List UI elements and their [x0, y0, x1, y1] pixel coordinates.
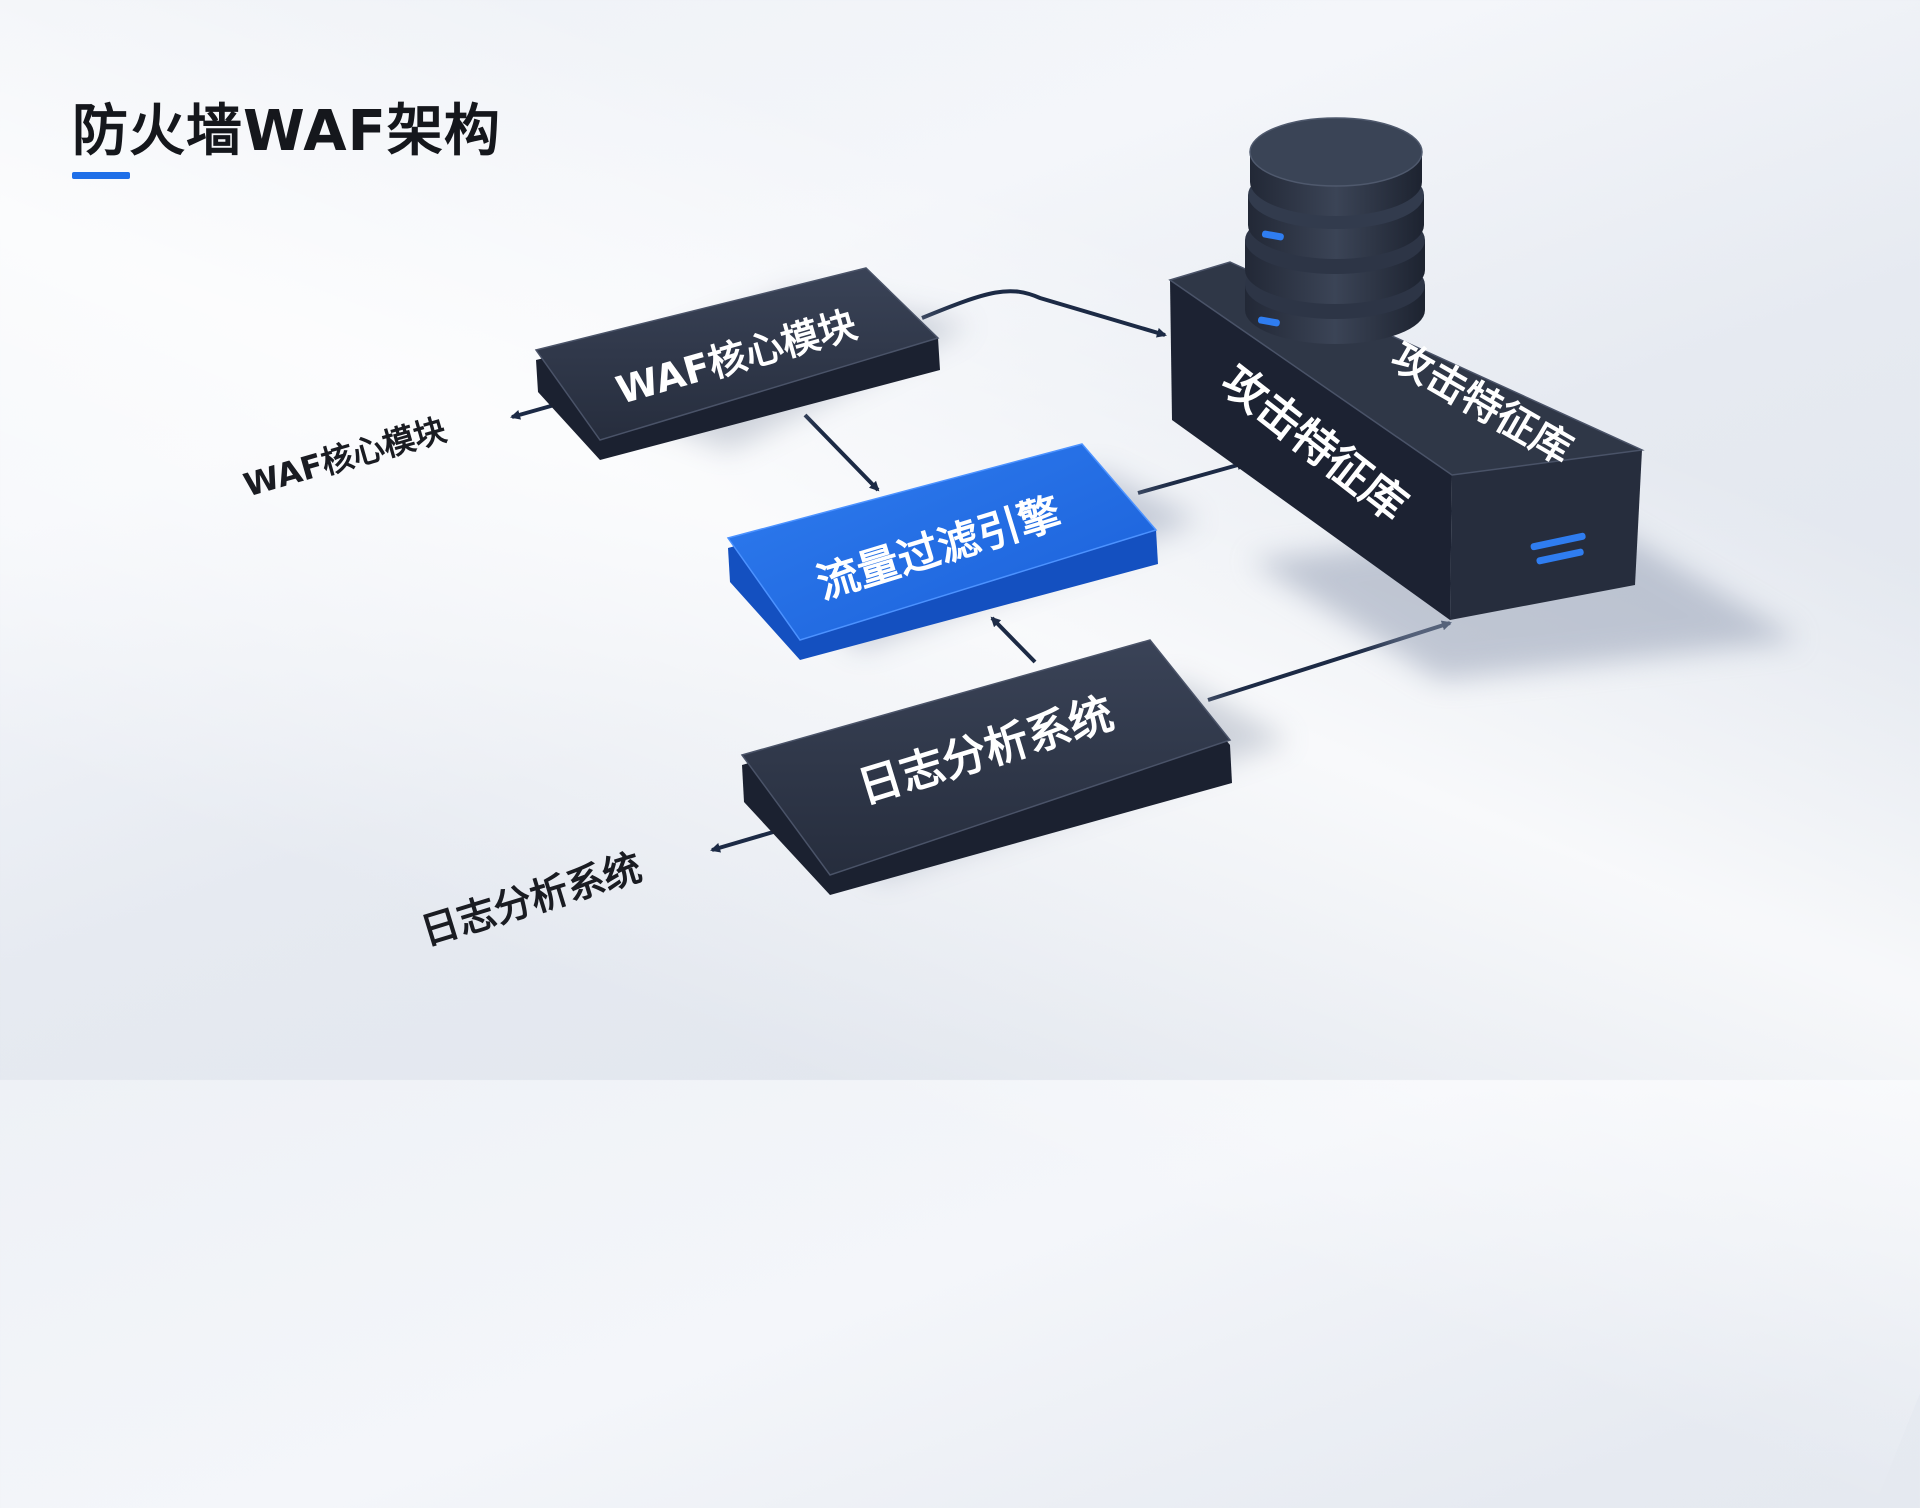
traffic-filter-engine-box: 流量过滤引擎 [726, 443, 1200, 660]
led-indicator-icon-2 [1536, 548, 1584, 565]
arrow-waf-core-to-attack-db [921, 289, 1167, 338]
arrow-log-analysis-to-traffic-filter [990, 616, 1037, 664]
database-disk-stack-icon [1245, 117, 1425, 344]
page-title: 防火墙WAF架构 [72, 99, 501, 164]
arrow-traffic-filter-to-attack-db [1137, 460, 1247, 495]
arrow-waf-core-to-traffic-filter [803, 413, 880, 492]
external-label-log-analysis: 日志分析系统 [416, 845, 647, 954]
log-analysis-system-box: 日志分析系统 [740, 639, 1290, 895]
waf-core-module-box: WAF核心模块 [534, 267, 970, 460]
attack-signature-db: 攻击特征库 攻击特征库 [1168, 117, 1800, 680]
architecture-diagram: WAF核心模块 流量过滤引擎 日志分析系统 [240, 117, 1800, 954]
title-underline [72, 172, 130, 179]
arrow-log-analysis-to-external-label [710, 828, 781, 853]
external-label-waf-core: WAF核心模块 [240, 410, 451, 504]
led-indicator-icon [1530, 532, 1586, 551]
